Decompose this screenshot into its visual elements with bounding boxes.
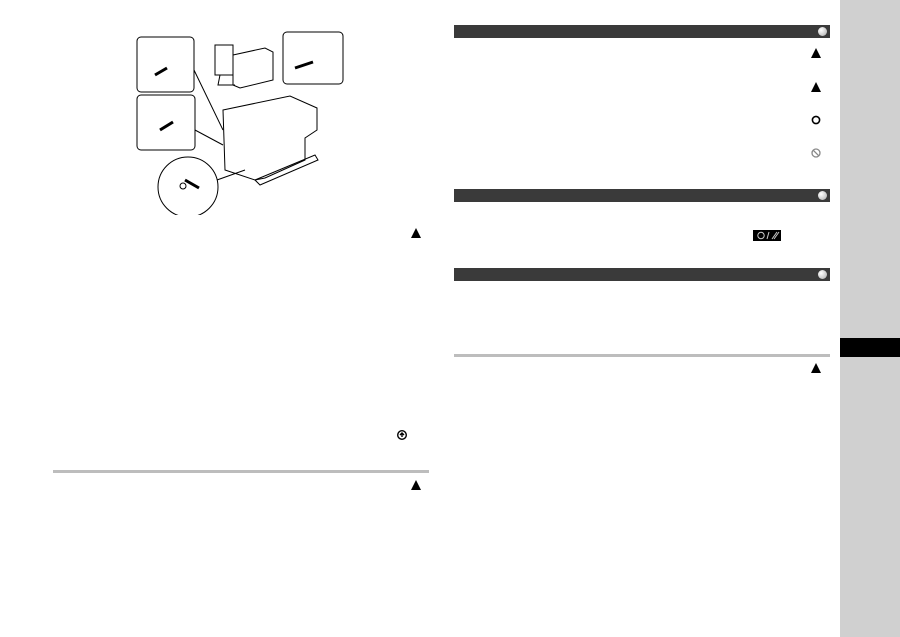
- wall-outlet-inset: [282, 31, 344, 85]
- usb-inset: [136, 36, 195, 93]
- power-cord-inset: [136, 94, 196, 151]
- power-switch-icon: [753, 230, 781, 241]
- section-rule: [454, 354, 830, 357]
- prohibited-icon: [811, 148, 821, 158]
- printer: [222, 95, 318, 181]
- section-header-bar: [454, 25, 830, 38]
- section-marker-icon: [818, 191, 827, 200]
- section-marker-icon: [818, 27, 827, 36]
- chapter-tab[interactable]: [840, 338, 900, 357]
- section-marker-icon: [818, 270, 827, 279]
- paper-tray: [254, 154, 319, 186]
- important-icon: [397, 430, 407, 440]
- warning-triangle-icon: [411, 228, 421, 238]
- warning-triangle-icon: [811, 82, 821, 92]
- warning-triangle-icon: [411, 480, 421, 490]
- section-rule: [53, 470, 429, 473]
- computer: [232, 47, 274, 89]
- side-strip: [840, 0, 900, 637]
- warning-triangle-icon: [811, 363, 821, 373]
- section-header-bar: [454, 189, 830, 202]
- printer-connection-illustration: [136, 31, 344, 215]
- warning-triangle-icon: [811, 48, 821, 58]
- monitor: [214, 44, 235, 86]
- section-header-bar: [454, 268, 830, 281]
- power-switch-inset: [157, 156, 219, 215]
- mandatory-action-icon: [811, 115, 821, 125]
